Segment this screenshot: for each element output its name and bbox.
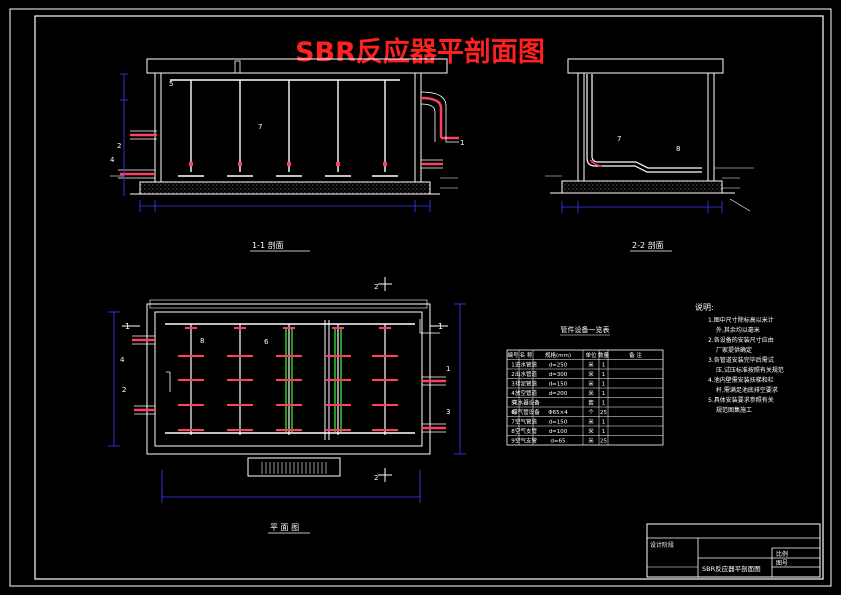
drawing-title: SBR反应器平剖面图: [295, 36, 545, 68]
table-cell: 6: [511, 410, 515, 416]
table-header-cell: 规格(mm): [545, 351, 571, 359]
callout-4-s1: 4: [110, 156, 115, 164]
callout-2-s1: 2: [117, 142, 121, 150]
table-cell: 空气管道: [515, 418, 538, 426]
section-mark-1-right: 1: [438, 322, 443, 331]
equipment-table-title: 管件设备一览表: [561, 325, 610, 334]
table-cell: 1: [602, 382, 606, 388]
note-line-7: 4.池内壁需安装扶梯和栏: [708, 376, 774, 384]
table-cell: 米: [588, 380, 594, 388]
table-cell: 25: [600, 410, 607, 416]
title-block: 设计阶段 SBR反应器平剖面图 比例 图号: [646, 523, 821, 578]
title-block-sheet-label: 图号: [776, 560, 788, 567]
table-cell: 曝气管设备: [512, 408, 540, 416]
section-2-2-view: 7 8 2-2 剖面: [545, 58, 754, 252]
table-cell: 空气支管: [515, 427, 538, 435]
table-cell: 1: [602, 420, 606, 426]
note-line-2: 外,其余均以毫米: [716, 326, 760, 334]
note-line-3: 2.各设备的安装尺寸应由: [708, 336, 774, 344]
table-cell: d=150: [549, 420, 568, 426]
table-cell: 1: [602, 401, 606, 407]
notes-heading: 说明:: [695, 302, 714, 312]
table-cell: d=150: [549, 382, 568, 388]
table-cell: 进水管道: [515, 361, 538, 369]
table-cell: 出水管道: [515, 370, 538, 378]
table-cell: 3: [511, 382, 515, 388]
table-cell: 1: [602, 391, 606, 397]
table-cell: 空气支管: [515, 437, 538, 445]
note-line-1: 1.图中尺寸除标高以米计: [708, 316, 774, 324]
table-header-cell: 编号: [507, 351, 519, 359]
note-line-4: 厂家提供确定: [716, 346, 752, 354]
table-cell: 5: [511, 401, 515, 407]
table-cell: 1: [511, 363, 515, 369]
notes-block: 说明: 1.图中尺寸除标高以米计 外,其余均以毫米 2.各设备的安装尺寸应由 厂…: [695, 302, 784, 414]
table-cell: 1: [602, 429, 606, 435]
title-block-design-label: 设计阶段: [650, 541, 674, 549]
plan-label: 平 面 图: [270, 523, 299, 532]
callout-1-plan: 1: [446, 365, 450, 373]
note-line-10: 规范图集施工: [716, 406, 752, 414]
callout-4-plan: 4: [120, 356, 125, 364]
section-1-label: 1-1 剖面: [252, 240, 284, 250]
table-header-cell: 备 注: [629, 351, 642, 359]
table-header-cell: 名 称: [520, 351, 533, 359]
outer-frame: [9, 8, 832, 587]
section-mark-1-left: 1: [125, 322, 130, 331]
table-cell: 排泥管道: [515, 380, 538, 388]
table-cell: 25: [600, 439, 607, 445]
title-block-scale-label: 比例: [776, 550, 788, 558]
callout-7-s2: 7: [617, 135, 621, 143]
section-2-label: 2-2 剖面: [632, 240, 664, 250]
table-cell: 米: [588, 427, 594, 435]
section-mark-2-bottom: 2: [374, 474, 378, 482]
callout-2-plan: 2: [122, 386, 126, 394]
callout-7-s1: 7: [258, 123, 262, 131]
table-cell: d=300: [549, 372, 568, 378]
table-cell: d=250: [549, 363, 568, 369]
note-line-8: 杆,需满足池底排空要求: [716, 386, 778, 394]
title-block-drawing-name: SBR反应器平剖面图: [702, 564, 761, 573]
inner-frame: [34, 15, 824, 580]
note-line-6: 压,试压标准按照有关规范: [716, 366, 784, 374]
table-cell: 7: [511, 420, 515, 426]
callout-5: 5: [169, 80, 173, 88]
plan-view: 1 1 2 2 4 2 8 6 1 3 平 面 图: [108, 277, 466, 534]
table-cell: 个: [588, 409, 594, 416]
callout-3-plan: 3: [446, 408, 450, 416]
table-header-cell: 数量: [598, 351, 610, 359]
table-cell: 米: [588, 389, 594, 397]
table-cell: d=100: [549, 429, 568, 435]
table-cell: 9: [511, 439, 515, 445]
table-cell: 米: [588, 370, 594, 378]
table-cell: 米: [588, 361, 594, 369]
table-header-cell: 单位: [585, 351, 597, 359]
note-line-5: 3.各管道安装完毕后需试: [708, 356, 774, 364]
callout-6-plan: 6: [264, 338, 269, 346]
callout-8-s2: 8: [676, 145, 680, 153]
table-cell: d=200: [549, 391, 568, 397]
table-cell: 米: [588, 437, 594, 445]
section-mark-2-top: 2: [374, 283, 378, 291]
table-cell: 放空管道: [515, 389, 538, 397]
note-line-9: 5.具体安装要求参照有关: [708, 396, 774, 404]
table-cell: d=65: [550, 439, 566, 445]
callout-8-plan: 8: [200, 337, 204, 345]
section-1-1-view: 5 7 2 4 1 1-1 剖面: [110, 58, 464, 252]
table-cell: Φ65×4: [548, 410, 568, 416]
table-cell: 米: [588, 418, 594, 426]
table-cell: 1: [602, 363, 606, 369]
table-cell: 8: [511, 429, 515, 435]
table-cell: 4: [511, 391, 515, 397]
table-cell: 1: [602, 372, 606, 378]
callout-1-s1: 1: [460, 139, 464, 147]
table-cell: 滗水器设备: [512, 399, 540, 407]
table-cell: 2: [511, 372, 515, 378]
table-cell: 套: [588, 399, 594, 407]
